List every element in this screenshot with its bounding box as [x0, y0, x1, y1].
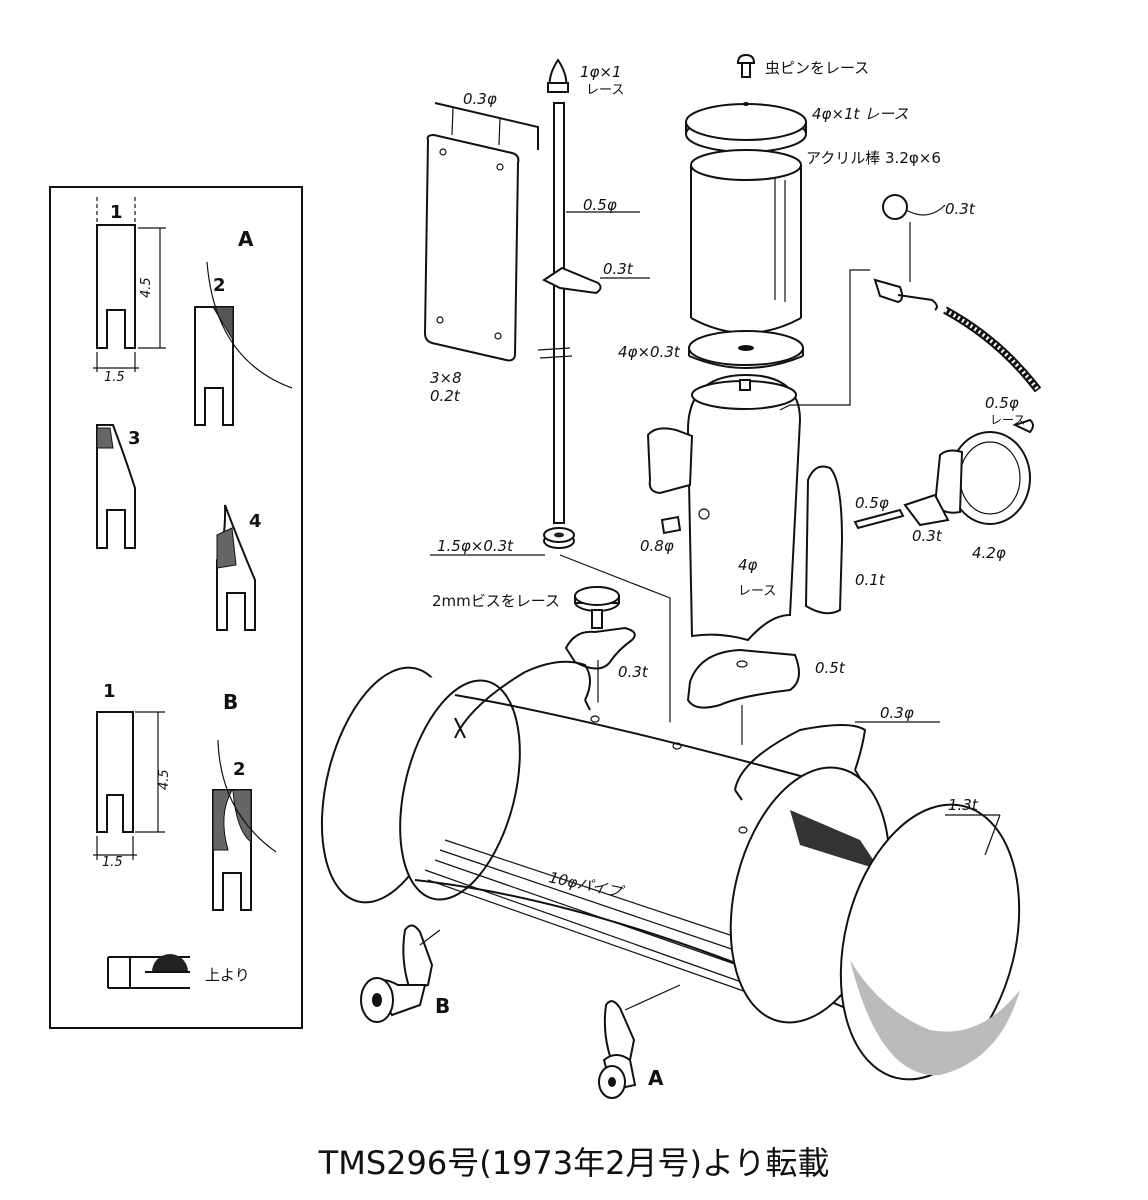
wheel-truck-b: [360, 924, 441, 1023]
fork-step-2b: [212, 739, 277, 911]
dim-height-a: 4.5: [139, 277, 154, 298]
endcap-label: 1.3t: [948, 796, 979, 814]
lamp-bracket-label: 0.3t: [912, 527, 943, 545]
plate-thickness-label: 0.2t: [430, 387, 461, 405]
knob-label: 1φ×1: [580, 63, 622, 81]
clip-label: 0.3t: [603, 260, 634, 278]
section-a-label: A: [238, 227, 254, 251]
handle-label: 0.3φ: [880, 704, 914, 722]
fork-step-4: [216, 504, 256, 631]
step-3-label: 3: [128, 428, 141, 449]
sign-plate: [423, 102, 539, 362]
disc-label: 4φ×0.3t: [618, 343, 681, 361]
fin-label: 0.1t: [855, 571, 886, 589]
pole-assembly: [430, 58, 671, 740]
screw-label: 2mmビスをレース: [432, 592, 560, 610]
dim-width-b: 1.5: [102, 855, 123, 870]
fork-step-1a: [93, 197, 166, 372]
wire-label: 0.3φ: [463, 90, 497, 108]
truck-a-label: A: [648, 1066, 664, 1090]
nozzle-label: 0.8φ: [640, 537, 674, 555]
knob-lathe-label: レース: [586, 83, 624, 98]
pin-lathe-label: 虫ピンをレース: [765, 59, 869, 77]
truck-b-label: B: [435, 994, 450, 1018]
top-view-sketch: [107, 954, 190, 989]
main-cylinder: [320, 660, 1021, 1081]
body-dia-label: 4φ: [738, 556, 758, 574]
step-4-label: 4: [249, 511, 262, 532]
side-lamp: [853, 418, 1034, 530]
lamp-ring-label: 4.2φ: [972, 544, 1006, 562]
fork-step-1b: [93, 711, 165, 860]
inset-panel: A 1 2 3 4 4.5 1.5: [49, 186, 303, 1029]
screw-step: [564, 586, 636, 712]
step-2a-label: 2: [213, 275, 226, 296]
step-1b-label: 1: [103, 681, 116, 702]
fork-step-2a: [194, 261, 293, 426]
dim-width-a: 1.5: [104, 370, 125, 385]
cord-label: 0.3t: [945, 200, 976, 218]
rod-label: 0.5φ: [583, 196, 617, 214]
lamp-wire-label: 0.5φ: [985, 394, 1019, 412]
base-label: 0.5t: [815, 659, 846, 677]
wheel-truck-a: [598, 984, 681, 1099]
acrylic-label: アクリル棒 3.2φ×6: [806, 149, 941, 167]
plate-size-label: 3×8: [430, 369, 462, 387]
dim-height-b: 4.5: [157, 769, 172, 790]
section-b-label: B: [223, 690, 238, 714]
lamp-lathe-label: レース: [990, 413, 1025, 427]
lamp-rod-label: 0.5φ: [855, 494, 889, 512]
body-lathe-label: レース: [738, 584, 776, 599]
step-label: 0.3t: [618, 663, 649, 681]
caption: TMS296号(1973年2月号)より転載: [318, 1144, 830, 1182]
step-1a-label: 1: [110, 202, 123, 223]
fork-step-3: [96, 424, 136, 549]
cord-assembly: [873, 194, 1042, 393]
washer-label: 1.5φ×0.3t: [437, 537, 514, 555]
lamp-tower: [646, 53, 870, 642]
top-view-label: 上より: [205, 966, 250, 984]
step-2b-label: 2: [233, 759, 246, 780]
cap-label: 4φ×1t レース: [812, 105, 908, 123]
